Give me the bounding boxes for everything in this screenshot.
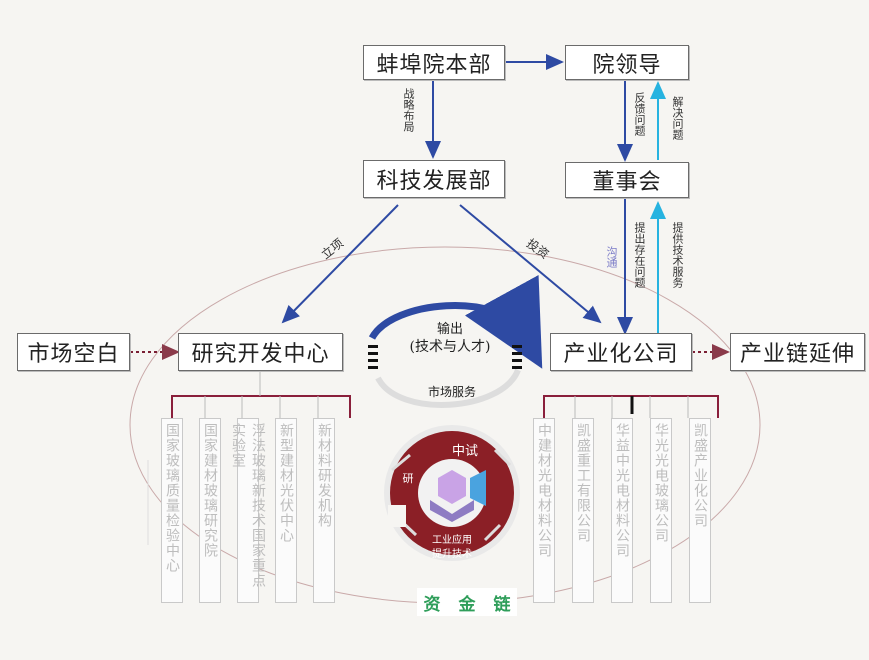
node-leadership[interactable]: 院领导 — [565, 45, 689, 80]
rd-unit-col[interactable]: 国家建材玻璃研究院 — [199, 418, 221, 603]
rd-unit-col[interactable]: 浮法玻璃新技术国家重点实验室 — [230, 418, 266, 603]
company-unit-col[interactable]: 凯盛重工有限公司 — [572, 418, 594, 603]
cycle-stub-left — [368, 342, 380, 372]
node-industrial-co[interactable]: 产业化公司 — [550, 333, 692, 371]
label-solve: 解决问题 — [671, 96, 684, 140]
company-unit-col[interactable]: 华光光电玻璃公司 — [650, 418, 672, 603]
logo-caption-1: 工业应用 — [432, 535, 472, 546]
cycle-ticks-left — [368, 345, 378, 369]
node-tech-dept[interactable]: 科技发展部 — [363, 160, 505, 198]
logo-top-text: 中试 — [451, 444, 478, 459]
cycle-return-arc — [375, 368, 521, 408]
company-unit-col[interactable]: 中建材光电材料公司 — [533, 418, 555, 603]
fund-chain-label: 资 金 链 — [417, 588, 517, 616]
fund-char: 链 — [493, 594, 511, 615]
cycle-market-service: 市场服务 — [427, 385, 476, 399]
label-feedback: 反馈问题 — [633, 92, 646, 136]
label-raise-issue: 提出存在问题 — [633, 222, 646, 288]
rd-unit-col[interactable]: 国家玻璃质量检验中心 — [161, 418, 183, 603]
label-goutong: 沟通 — [605, 246, 618, 268]
fund-char: 金 — [458, 594, 476, 615]
node-chain-extend[interactable]: 产业链延伸 — [730, 333, 865, 371]
node-rd-center[interactable]: 研究开发中心 — [178, 333, 343, 371]
node-market-gap[interactable]: 市场空白 — [17, 333, 130, 371]
rd-bracket — [171, 395, 351, 418]
center-logo — [384, 425, 520, 561]
node-board[interactable]: 董事会 — [565, 162, 689, 198]
cycle-output-arc — [368, 274, 543, 369]
node-hq[interactable]: 蚌埠院本部 — [363, 45, 505, 80]
cycle-ticks-right — [512, 345, 522, 369]
label-provide-tech: 提供技术服务 — [671, 222, 684, 288]
fund-char: 资 — [423, 594, 441, 615]
logo-caption-2: 提升技术 — [432, 549, 472, 560]
tech-to-company-arrow — [459, 204, 602, 324]
rd-unit-col[interactable]: 新型建材光伏中心 — [275, 418, 297, 603]
rd-unit-col[interactable]: 新材料研发机构 — [313, 418, 335, 603]
logo-left-text: 研 — [402, 472, 414, 485]
label-strategy: 战略布局 — [402, 88, 415, 132]
cycle-output: 输出 — [436, 322, 463, 337]
company-unit-col[interactable]: 华益中光电材料公司 — [611, 418, 633, 603]
cycle-output-detail: (技术与人才) — [409, 339, 491, 355]
company-unit-col[interactable]: 凯盛产业化公司 — [689, 418, 711, 603]
tech-to-rd-arrow — [281, 204, 399, 324]
